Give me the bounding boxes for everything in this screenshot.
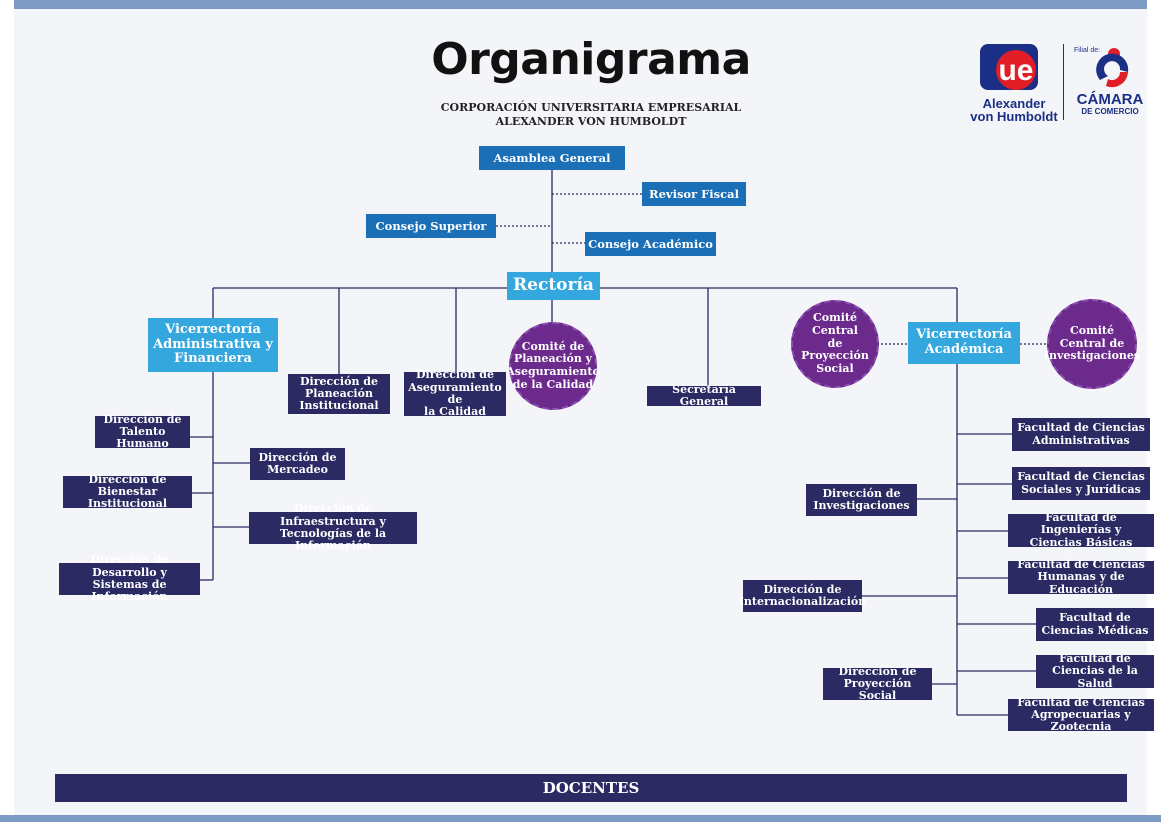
node-fac-sociales: Facultad de Ciencias Sociales y Jurídica… [1012,467,1150,500]
node-dir-bienestar: Dirección de Bienestar Institucional [63,473,192,510]
node-comite-investigaciones: Comité Central de Investigaciones [1044,299,1140,389]
node-dir-planeacion: Dirección de Planeación Institucional [288,374,390,414]
page-title: Organigrama [431,34,751,85]
node-fac-medicas: Facultad de Ciencias Médicas [1036,608,1154,641]
node-fac-humanas: Facultad de Ciencias Humanas y de Educac… [1008,558,1154,595]
humboldt-logo: ue Alexander von Humboldt [970,44,1058,124]
node-asamblea-general: Asamblea General [479,146,625,170]
camara-logo: Filial de: CÁMARA DE COMERCIO [1074,47,1144,116]
left-border [0,0,14,822]
node-fac-administrativas: Facultad de Ciencias Administrativas [1012,418,1150,451]
node-consejo-academico: Consejo Académico [585,232,716,256]
node-dir-investigaciones: Dirección de Investigaciones [806,484,917,516]
institution-subtitle: CORPORACIÓN UNIVERSITARIA EMPRESARIAL AL… [440,101,742,128]
node-vicerrectoria-academica: Vicerrectoría Académica [908,322,1020,364]
logo-camara-sub: DE COMERCIO [1081,107,1138,116]
logo-ue-name-1: Alexander [983,96,1046,111]
logo-divider [1063,44,1064,120]
logo-ue-name-2: von Humboldt [970,109,1058,124]
node-dir-proyeccion-social: Dirección de Proyección Social [823,665,932,702]
node-comite-proyeccion: Comité Central de Proyección Social [791,300,879,388]
node-vicerrectoria-administrativa: Vicerrectoría Administrativa y Financier… [148,318,278,372]
node-revisor-fiscal: Revisor Fiscal [642,182,746,206]
logo-filial-label: Filial de: [1074,47,1100,54]
node-dir-internacionalizacion: Dirección de Internacionalización [739,580,866,612]
node-dir-mercadeo: Dirección de Mercadeo [250,448,345,480]
logo-ue-letters: ue [998,54,1033,87]
node-dir-aseguramiento: Dirección de Aseguramiento de la Calidad [404,369,506,418]
node-fac-salud: Facultad de Ciencias de la Salud [1036,652,1154,689]
node-consejo-superior: Consejo Superior [366,214,496,238]
node-rectoria: Rectoría [507,272,600,300]
node-fac-ingenierias: Facultad de Ingenierías y Ciencias Básic… [1008,511,1154,548]
node-comite-planeacion: Comité de Planeación y Aseguramiento de … [506,322,600,410]
node-dir-desarrollo: Dirección de Desarrollo y Sistemas de In… [59,554,200,603]
logo-camara-name: CÁMARA [1077,91,1144,108]
node-fac-agropecuarias: Facultad de Ciencias Agropecuarias y Zoo… [1008,696,1154,733]
node-secretaria-general: Secretaría General [647,383,761,408]
node-dir-talento-humano: Dirección de Talento Humano [95,413,190,450]
node-dir-infraestructura: Dirección de Infraestructura y Tecnologí… [249,503,417,552]
docentes-bar: DOCENTES [55,774,1127,802]
